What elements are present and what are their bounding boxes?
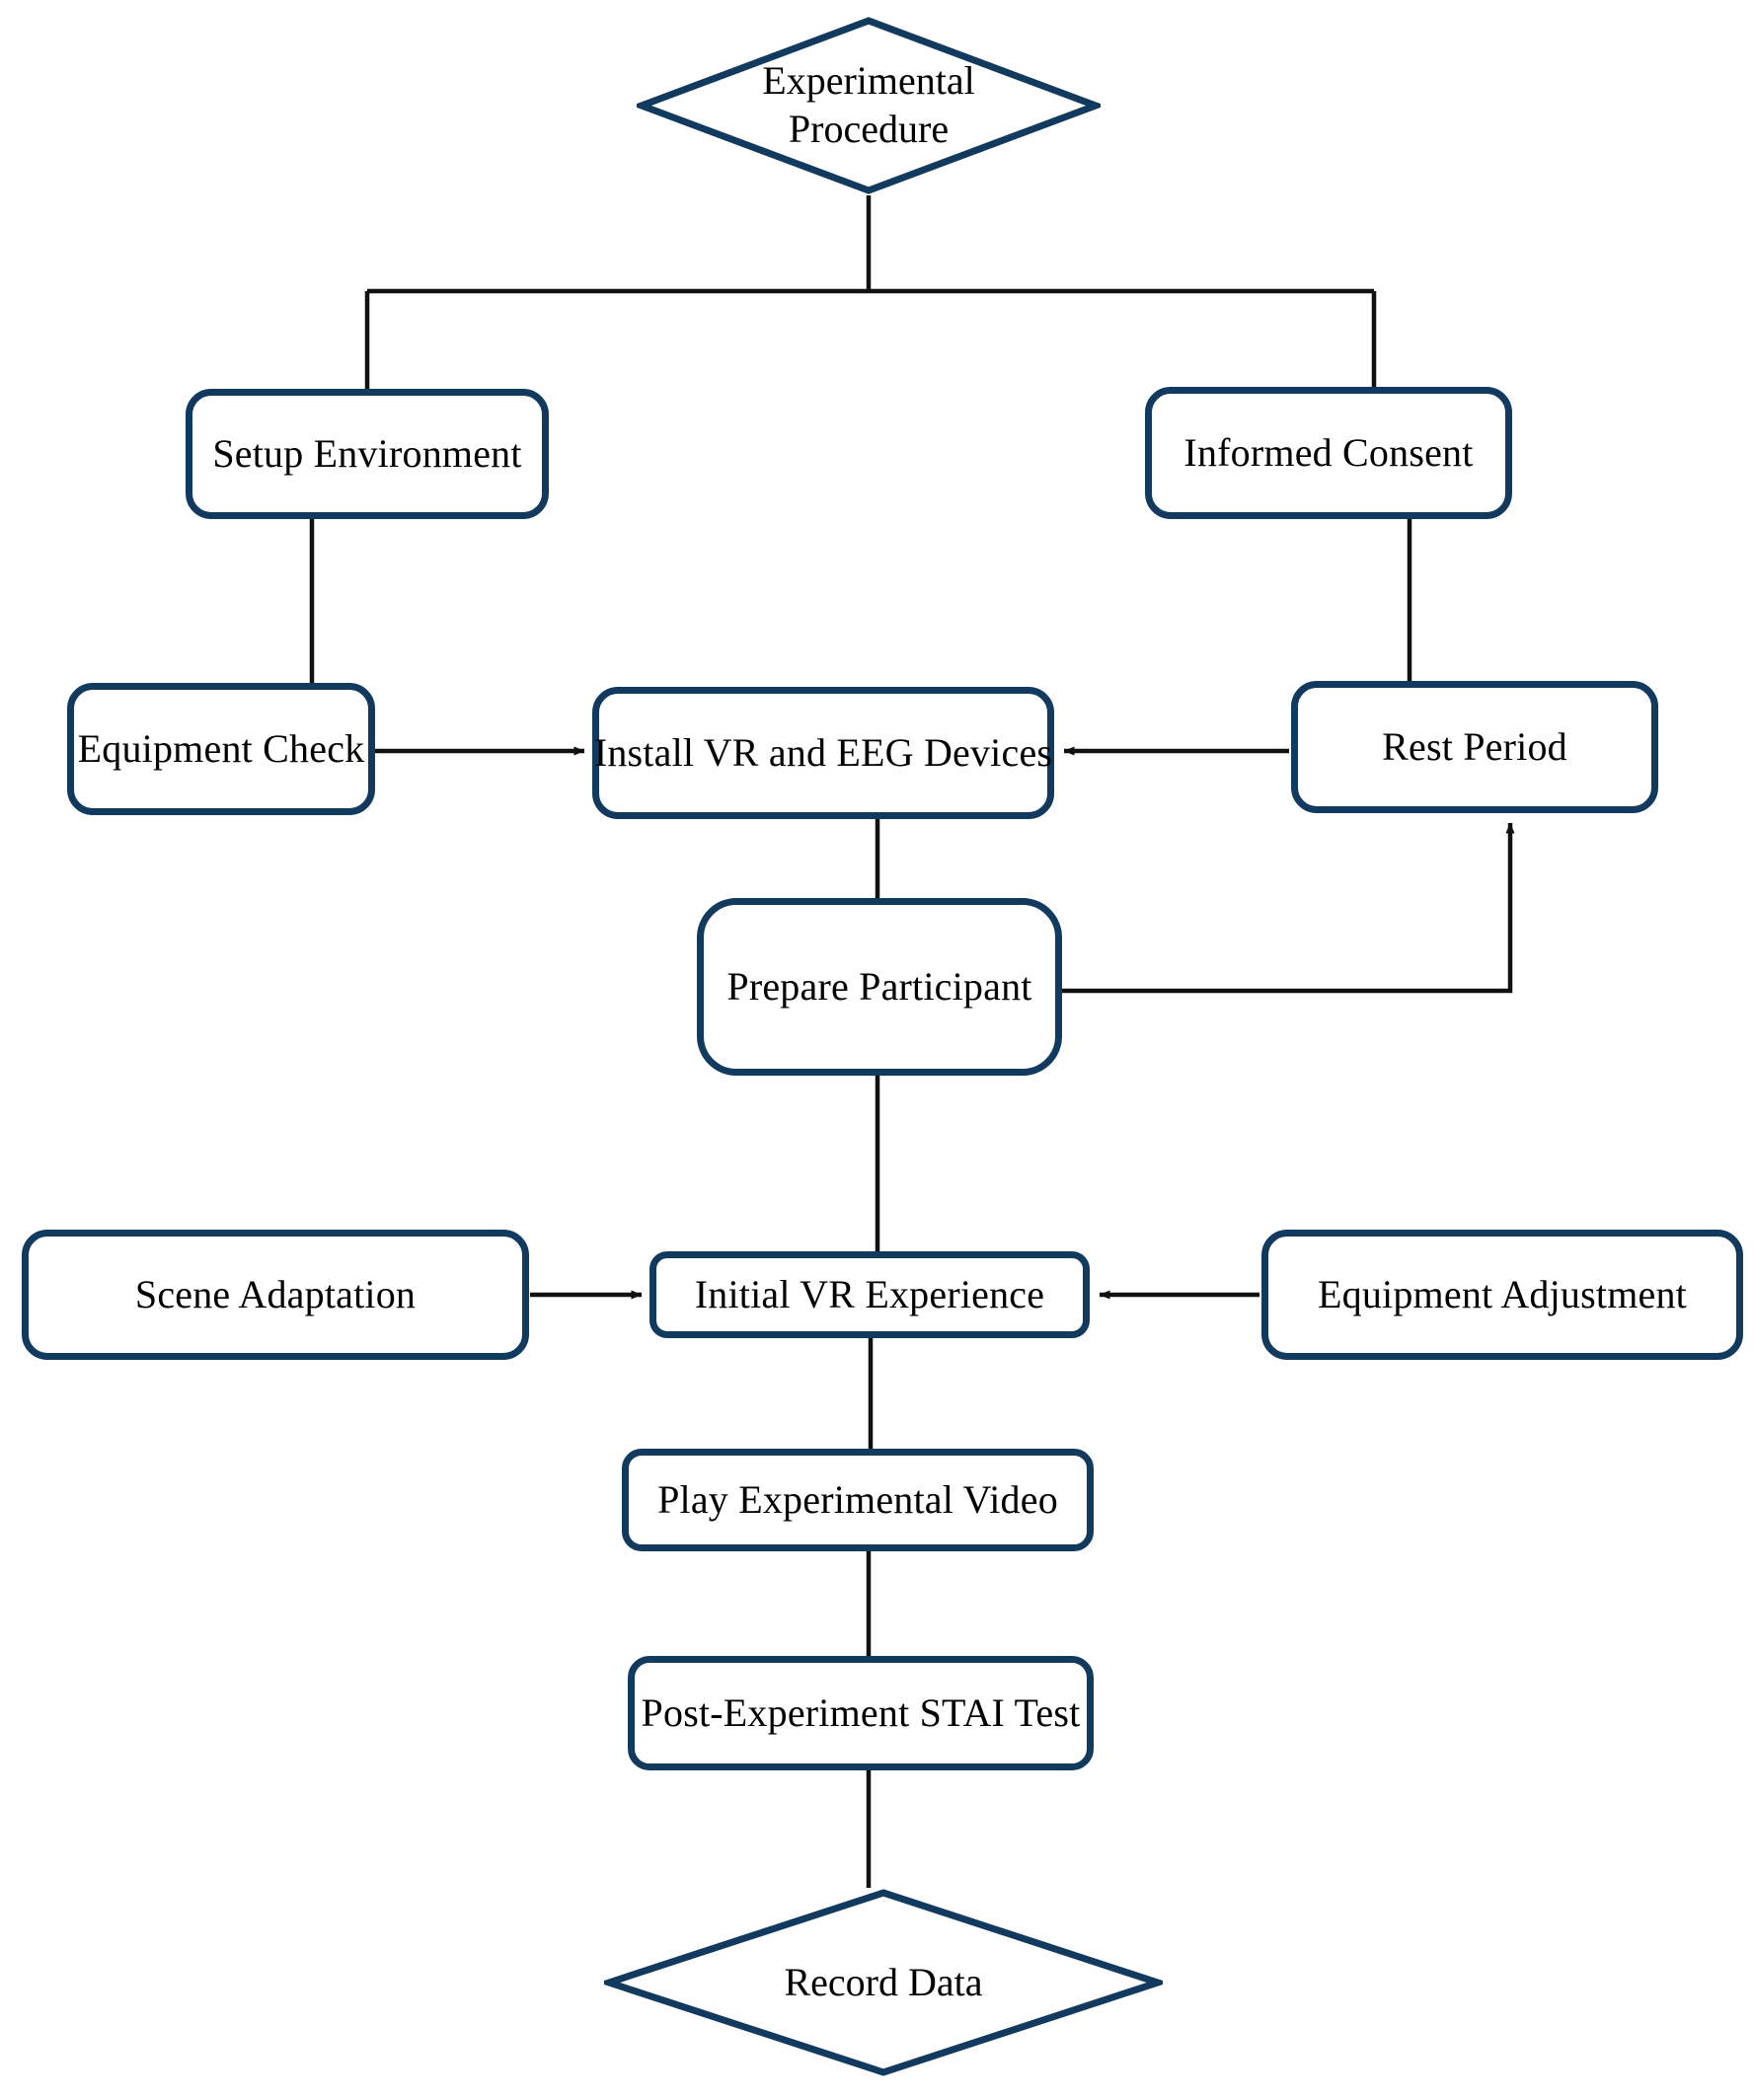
node-label-scene-adaptation: Scene Adaptation (134, 1271, 417, 1316)
experimental-procedure-diamond-shape (637, 17, 1101, 194)
node-initial-vr-experience[interactable]: Initial VR Experience (649, 1251, 1090, 1338)
node-label-play-experimental-video: Play Experimental Video (657, 1476, 1058, 1522)
node-label-equipment-check: Equipment Check (77, 725, 365, 771)
node-experimental-procedure[interactable]: Experimental Procedure (637, 16, 1101, 195)
node-record-data[interactable]: Record Data (604, 1888, 1163, 2077)
node-label-informed-consent: Informed Consent (1183, 429, 1474, 475)
node-label-prepare-participant: Prepare Participant (726, 963, 1032, 1009)
node-install-vr-and-eeg-devices[interactable]: Install VR and EEG Devices (592, 687, 1054, 819)
node-label-install-vr-and-eeg-devices: Install VR and EEG Devices (593, 729, 1053, 775)
node-informed-consent[interactable]: Informed Consent (1145, 387, 1512, 519)
node-label-experimental-procedure: Experimental Procedure (762, 58, 975, 151)
node-scene-adaptation[interactable]: Scene Adaptation (22, 1230, 529, 1360)
record-data-diamond-shape (604, 1889, 1163, 2076)
node-label-equipment-adjustment: Equipment Adjustment (1318, 1271, 1687, 1316)
node-play-experimental-video[interactable]: Play Experimental Video (622, 1449, 1094, 1551)
node-setup-environment[interactable]: Setup Environment (186, 389, 549, 519)
node-equipment-adjustment[interactable]: Equipment Adjustment (1261, 1230, 1743, 1360)
node-label-post-experiment-stai-test: Post-Experiment STAI Test (641, 1689, 1081, 1735)
node-label-rest-period: Rest Period (1382, 723, 1567, 769)
edge-prepare-participant-to-rest-period (1062, 822, 1515, 994)
node-equipment-check[interactable]: Equipment Check (67, 683, 375, 815)
node-label-initial-vr-experience: Initial VR Experience (694, 1271, 1045, 1316)
node-prepare-participant[interactable]: Prepare Participant (697, 898, 1062, 1076)
node-post-experiment-stai-test[interactable]: Post-Experiment STAI Test (628, 1656, 1094, 1770)
node-rest-period[interactable]: Rest Period (1291, 681, 1658, 813)
node-label-setup-environment: Setup Environment (212, 430, 522, 476)
node-label-record-data: Record Data (784, 1959, 983, 2004)
